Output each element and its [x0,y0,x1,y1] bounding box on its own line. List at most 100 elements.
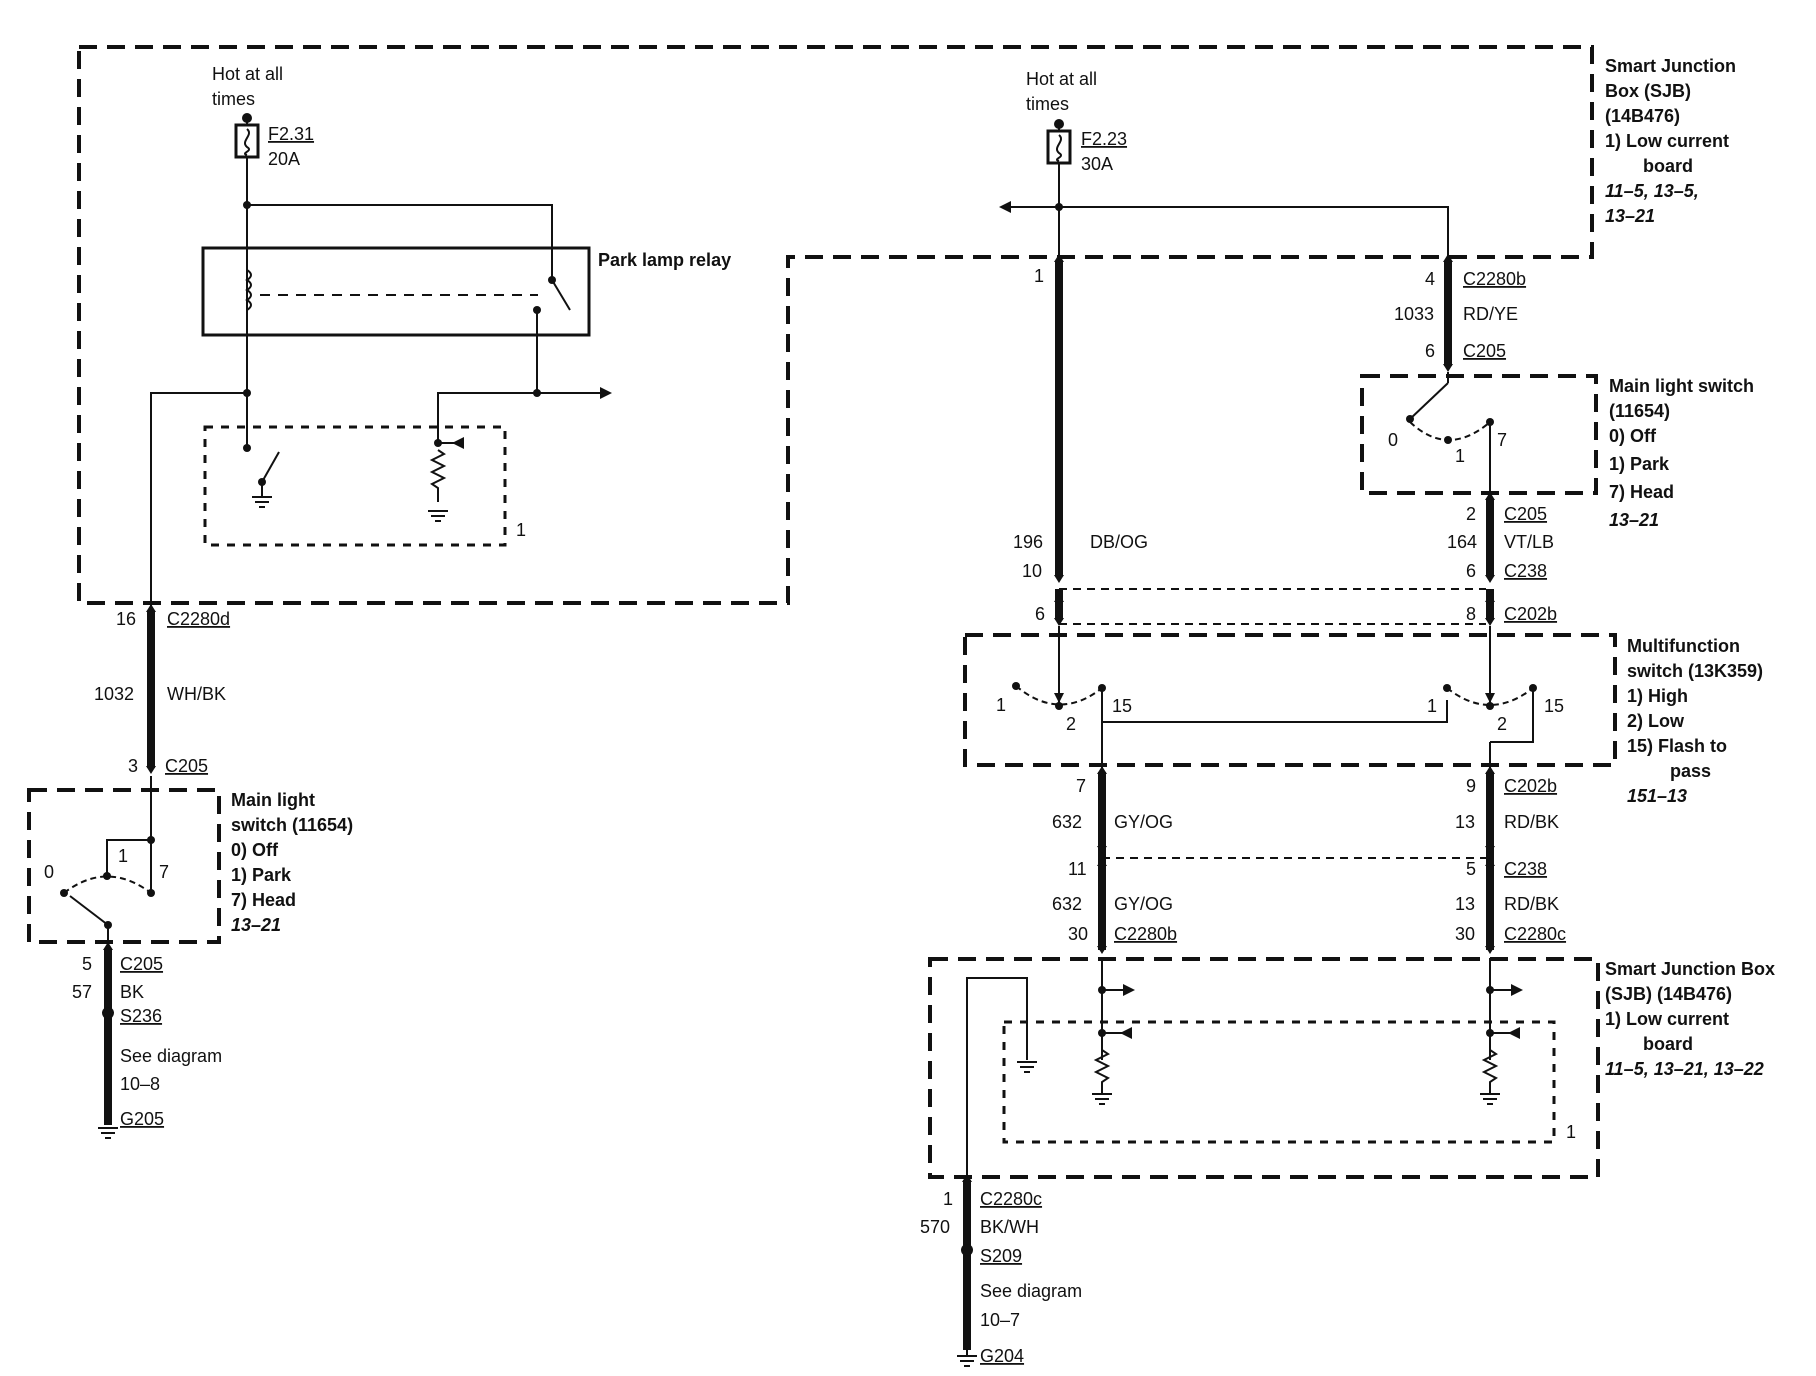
sjb-bottom-title-1: Smart Junction Box [1605,959,1775,979]
sjb-bottom-outline [928,957,1600,1179]
ll-pin-c202b: 7 [1076,776,1086,796]
fuse-left-amps: 20A [268,149,300,169]
ll-conn-c2280b: C2280b [1114,924,1177,944]
lr-pin-c2280c: 30 [1455,924,1475,944]
fuse-right-id: F2.23 [1081,129,1127,149]
ground-icon [957,1355,977,1367]
sjb-bottom-item-1: 1) Low current [1605,1009,1729,1029]
mf-right-2: 2 [1497,714,1507,734]
sjb-top-title-3: (14B476) [1605,106,1680,126]
left-conn-c205-bot: C205 [120,954,163,974]
mf-left-2: 2 [1066,714,1076,734]
left-pin-c205-bot: 5 [82,954,92,974]
bg-splice: S209 [980,1246,1022,1266]
sjb-bottom-inner-num: 1 [1566,1122,1576,1142]
left-see-1: See diagram [120,1046,222,1066]
mid-right-conn-c238: C238 [1504,561,1547,581]
right-switch-opt1: 1) Park [1609,454,1670,474]
mf-opt15b: pass [1670,761,1711,781]
left-switch-pos7: 7 [159,862,169,882]
sjb-top-refs-2: 13–21 [1605,206,1655,226]
ground-icon [252,496,272,508]
lr-circuit: 13 [1455,812,1475,832]
left-low-current-board [203,425,507,547]
left-color: WH/BK [167,684,226,704]
relay-contact-arm-icon [551,279,571,311]
ground-icon [428,510,448,522]
left-board-switch-icon [261,451,280,483]
right-switch-title-2: (11654) [1609,401,1670,421]
mf-opt1: 1) High [1627,686,1688,706]
mid-left-pin-c202b: 6 [1035,604,1045,624]
relay-coil-icon [245,269,252,311]
right-switch-pos7: 7 [1497,430,1507,450]
mid-right-pin-c238: 6 [1466,561,1476,581]
left-switch-pos1: 1 [118,846,128,866]
left-pin-c2280d: 16 [116,609,136,629]
sjb-bottom-item-1b: board [1643,1034,1693,1054]
resistor-icon [1093,1040,1111,1094]
sjb-top-item-1b: board [1643,156,1693,176]
resistor-icon [1481,1040,1499,1094]
bg-pin: 1 [943,1189,953,1209]
mf-ref: 151–13 [1627,786,1687,806]
mf-left-15: 15 [1112,696,1132,716]
mf-left-arc-icon [1015,685,1103,706]
left-ground: G205 [120,1109,164,1129]
right-main-light-switch [1360,374,1598,495]
left-pin-c205-top: 3 [128,756,138,776]
left-circuit: 1032 [94,684,134,704]
mid-right-pin-c205-2: 2 [1466,504,1476,524]
left-gnd-color: BK [120,982,144,1002]
bg-color: BK/WH [980,1217,1039,1237]
fuse-left-icon [234,123,260,159]
left-main-light-switch [27,788,221,944]
mf-right-15: 15 [1544,696,1564,716]
left-low-current-board-num: 1 [516,520,526,540]
ground-icon [1092,1093,1112,1105]
fuse-left-hot-1: Hot at all [212,64,283,84]
mf-right-1: 1 [1427,696,1437,716]
ll-circuit: 632 [1052,812,1082,832]
mid-left-pin-c238: 10 [1022,561,1042,581]
mf-opt2: 2) Low [1627,711,1685,731]
left-gnd-circuit: 57 [72,982,92,1002]
sjb-top-outline [77,45,1594,605]
mf-left-1: 1 [996,695,1006,715]
lr-pin-c238: 5 [1466,859,1476,879]
left-arrow-icon [999,201,1011,213]
mf-title-2: switch (13K359) [1627,661,1763,681]
sjb-bottom-refs: 11–5, 13–21, 13–22 [1605,1059,1764,1079]
mf-left-arrow-icon [1054,693,1064,703]
lr-conn-c202b: C202b [1504,776,1557,796]
sjb-bottom-title-2: (SJB) (14B476) [1605,984,1732,1004]
sjb-top-title-1: Smart Junction [1605,56,1736,76]
mid-right-circuit-2: 164 [1447,532,1477,552]
resistor-icon [429,449,447,502]
left-switch-arc-icon [63,875,152,894]
left-switch-opt1: 1) Park [231,865,292,885]
lr-color: RD/BK [1504,812,1559,832]
ll-pin-c238: 11 [1068,859,1087,879]
left-switch-wiper-icon [69,895,109,926]
right-switch-opt0: 0) Off [1609,426,1657,446]
ground-icon [1017,1061,1037,1073]
fuse-right-hot-1: Hot at all [1026,69,1097,89]
right-switch-title-1: Main light switch [1609,376,1754,396]
ll-pin-c2280b: 30 [1068,924,1088,944]
right-switch-opt7: 7) Head [1609,482,1674,502]
left-switch-pos0: 0 [44,862,54,882]
right-arrow-icon [600,387,612,399]
bg-circuit: 570 [920,1217,950,1237]
park-lamp-relay-label: Park lamp relay [598,250,731,270]
mid-left-color: DB/OG [1090,532,1148,552]
sjb-top-item-1: 1) Low current [1605,131,1729,151]
sjb-top-title-2: Box (SJB) [1605,81,1691,101]
mid-left-pin-top: 1 [1034,266,1044,286]
bg-conn: C2280c [980,1189,1042,1209]
ground-icon [98,1127,118,1139]
bg-see-2: 10–7 [980,1310,1020,1330]
ll-color-2: GY/OG [1114,894,1173,914]
fuse-right-hot-2: times [1026,94,1069,114]
mf-opt15: 15) Flash to [1627,736,1727,756]
